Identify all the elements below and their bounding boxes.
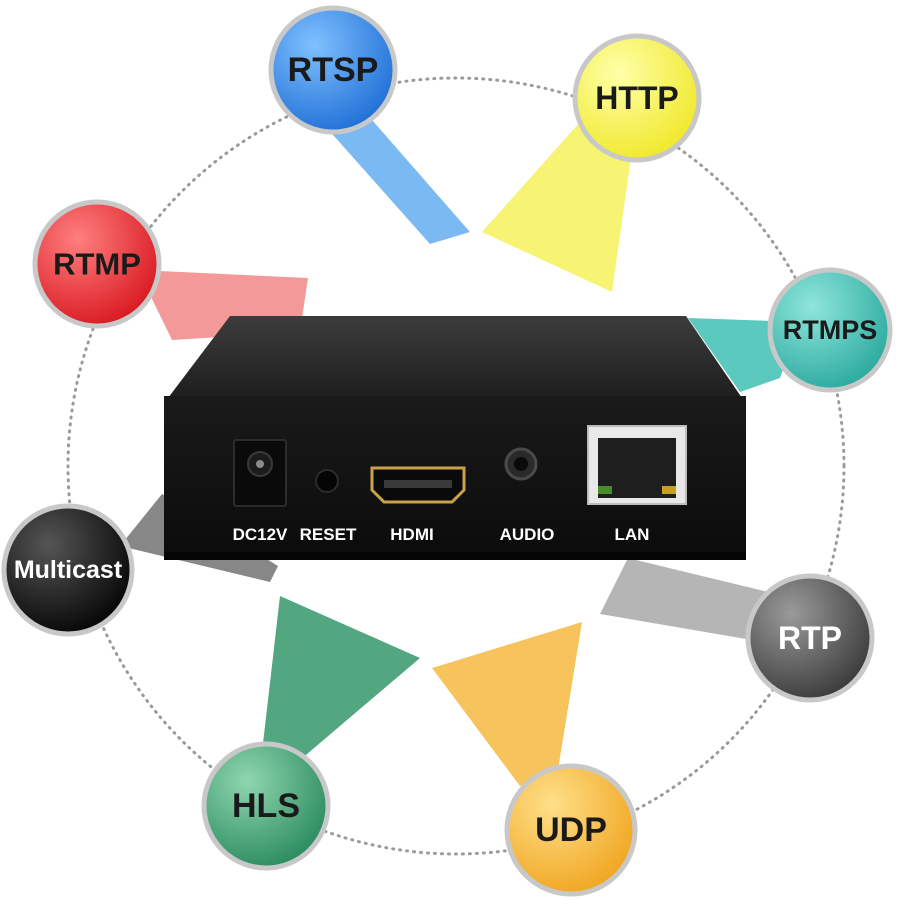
reset-hole (315, 469, 339, 493)
protocol-bubble-circle (504, 763, 638, 897)
beam-http (482, 122, 632, 292)
protocol-bubble-circle (32, 199, 162, 329)
hdmi-port-tongue (384, 480, 452, 488)
protocol-bubble-rtsp: RTSP (268, 5, 398, 135)
dotted-ring (66, 76, 846, 856)
lan-led-left (598, 486, 612, 494)
port-label-audio: AUDIO (500, 525, 555, 544)
protocol-label: RTMPS (783, 315, 878, 345)
protocol-bubble-circle (1, 503, 135, 637)
device-top-panel (168, 316, 742, 398)
device-bottom-edge (164, 552, 746, 560)
protocol-bubble-rtmp: RTMP (32, 199, 162, 329)
dc12v-pin (256, 460, 264, 468)
encoder-device: DC12V RESET HDMI AUDIO LAN (164, 316, 746, 560)
protocol-bubble-rtmps: RTMPS (767, 267, 893, 393)
protocol-label: RTSP (288, 51, 379, 89)
port-label-reset: RESET (300, 525, 357, 544)
protocol-bubble-udp: UDP (504, 763, 638, 897)
beam-rtp (600, 558, 768, 640)
audio-jack-hole (514, 457, 528, 471)
beam-udp (432, 622, 582, 786)
protocol-bubble-multicast: Multicast (1, 503, 135, 637)
protocol-bubble-hls: HLS (201, 741, 331, 871)
protocol-label: HTTP (595, 80, 679, 116)
port-label-lan: LAN (615, 525, 650, 544)
protocol-bubble-circle (745, 573, 875, 703)
protocol-bubble-http: HTTP (572, 33, 702, 163)
beam-hls (262, 596, 420, 760)
protocol-label: RTMP (53, 247, 141, 282)
port-label-hdmi: HDMI (390, 525, 433, 544)
lan-led-right (662, 486, 676, 494)
protocol-label: RTP (778, 620, 842, 656)
protocol-bubble-circle (767, 267, 893, 393)
protocol-label: HLS (232, 787, 300, 825)
protocol-bubble-circle (268, 5, 398, 135)
protocol-label: Multicast (14, 556, 123, 584)
beam-rtsp (318, 118, 470, 244)
protocol-bubble-circle (201, 741, 331, 871)
protocol-bubble-rtp: RTP (745, 573, 875, 703)
port-label-dc12v: DC12V (233, 525, 288, 544)
protocol-bubble-circle (572, 33, 702, 163)
beam-layer (120, 118, 800, 786)
protocol-label: UDP (535, 811, 607, 849)
